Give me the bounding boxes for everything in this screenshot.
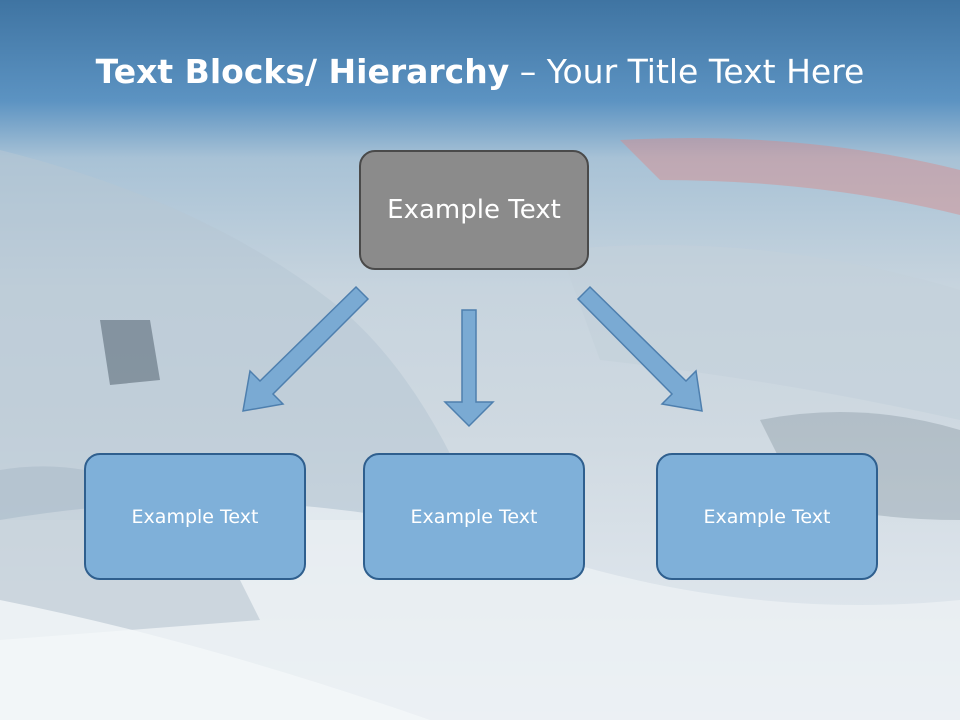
child-node-label: Example Text [703, 505, 831, 528]
arrow-right [576, 285, 703, 412]
child-node-right[interactable]: Example Text [656, 453, 878, 580]
arrow-center [443, 309, 495, 428]
title-regular-part: Your Title Text Here [546, 52, 865, 91]
slide-title: Text Blocks/ Hierarchy – Your Title Text… [0, 52, 960, 91]
root-node-label: Example Text [387, 195, 561, 225]
child-node-left[interactable]: Example Text [84, 453, 306, 580]
child-node-center[interactable]: Example Text [363, 453, 585, 580]
root-node[interactable]: Example Text [359, 150, 589, 270]
title-separator: – [509, 52, 547, 91]
arrow-left [242, 285, 370, 412]
child-node-label: Example Text [410, 505, 538, 528]
title-bold-part: Text Blocks/ Hierarchy [95, 52, 510, 91]
child-node-label: Example Text [131, 505, 259, 528]
